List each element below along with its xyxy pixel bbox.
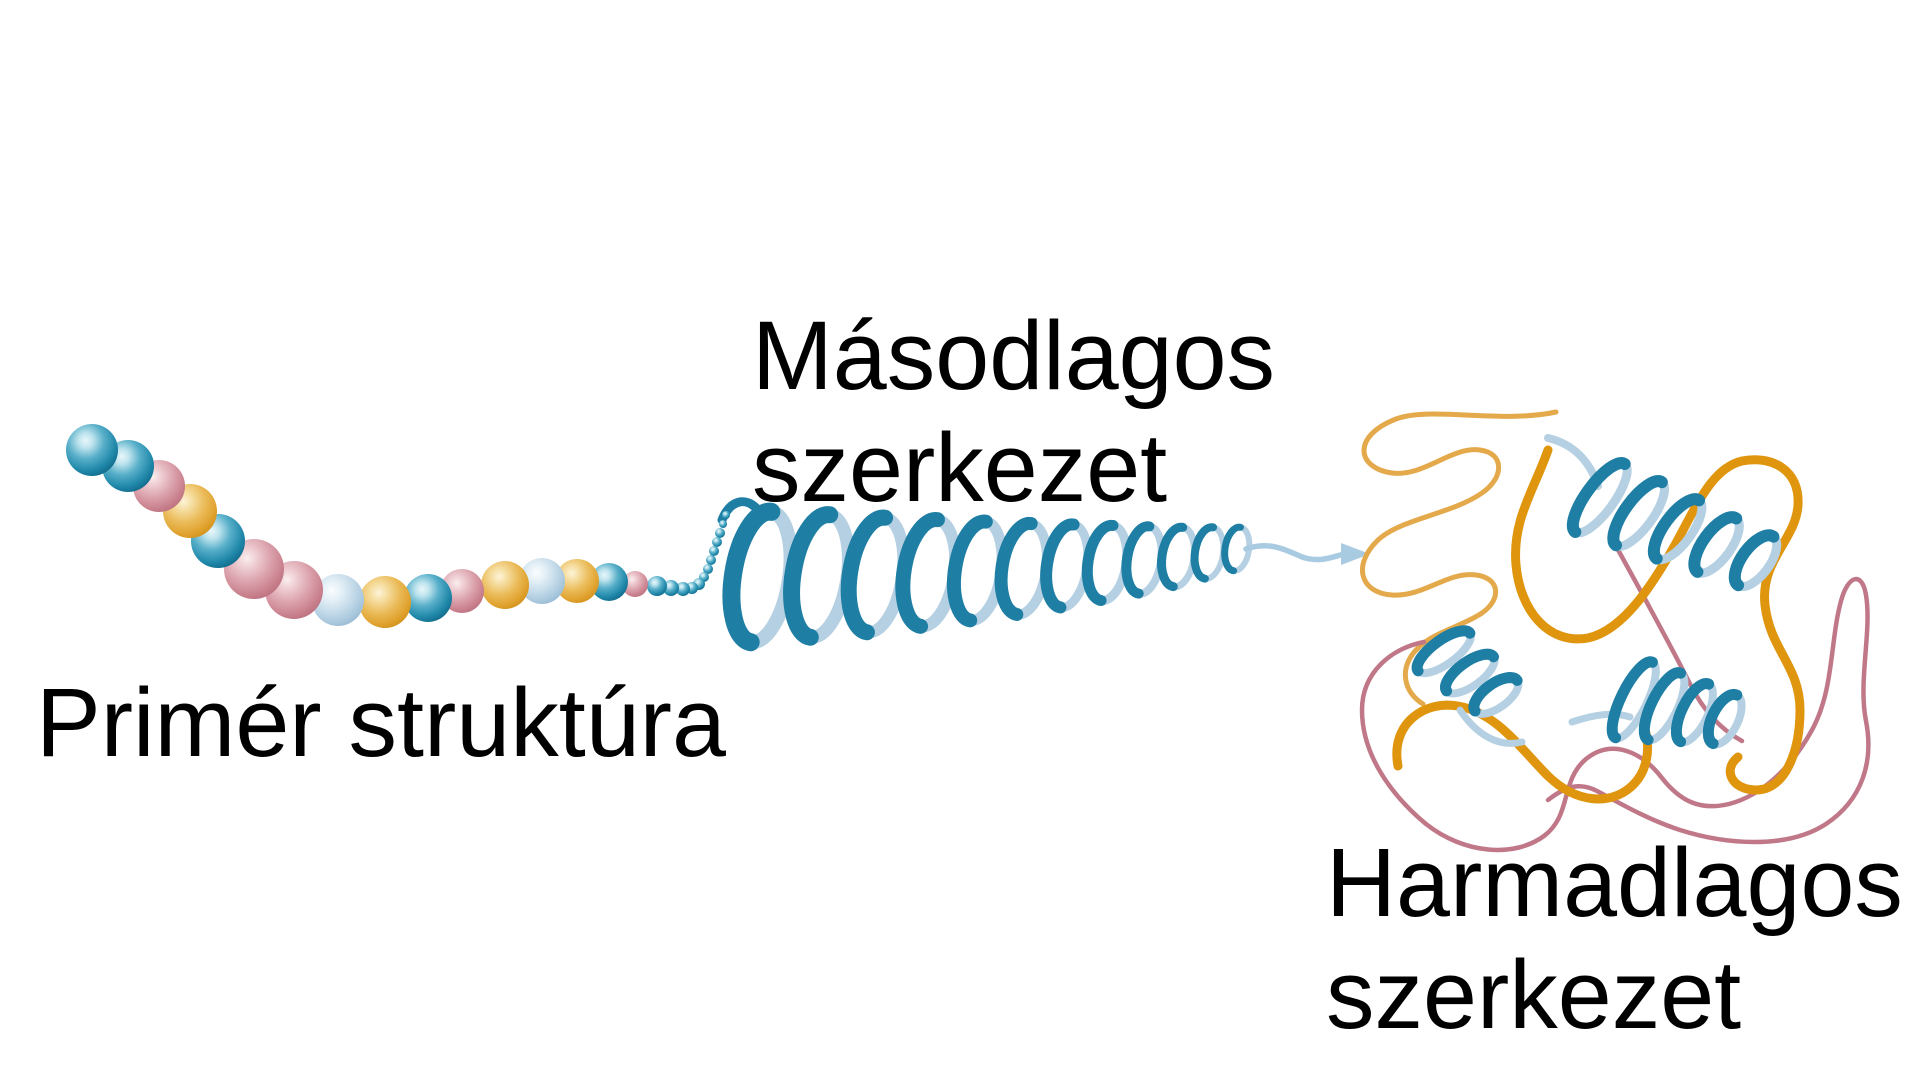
helix-ring: [1566, 457, 1632, 538]
transition-arrow: [1243, 543, 1370, 565]
tiny-bead: [709, 546, 719, 556]
label-tertiary-structure: Harmadlagos szerkezet: [1326, 827, 1903, 1051]
tertiary-mini-helix: [1566, 457, 1782, 592]
helix-connector-bottom: [1568, 710, 1634, 726]
tiny-bead-string: [663, 511, 730, 596]
label-secondary-structure: Másodlagos szerkezet: [752, 300, 1275, 524]
helix-ring: [1702, 688, 1746, 750]
helix-ring: [1440, 648, 1500, 698]
amino-acid-bead-teal: [404, 574, 452, 622]
helix-ring: [1607, 475, 1670, 552]
label-secondary-line2: szerkezet: [752, 413, 1168, 522]
tiny-bead: [719, 520, 727, 528]
primary-structure-bead-chain: [66, 424, 667, 628]
helix-ring: [1728, 529, 1782, 592]
helix-ring: [1647, 493, 1707, 565]
amino-acid-bead-pink: [622, 571, 648, 597]
tiny-bead: [663, 580, 679, 596]
label-primary-structure: Primér struktúra: [36, 668, 726, 777]
chain-strand-orange-bottom: [1392, 700, 1653, 804]
amino-acid-bead-teal: [647, 576, 667, 596]
tertiary-structure: [1359, 409, 1871, 853]
arrow-shaft: [1243, 543, 1347, 563]
label-tertiary-line1: Harmadlagos: [1326, 828, 1903, 937]
helix-ring: [1411, 625, 1476, 678]
alpha-helix-coil: [722, 502, 1253, 652]
amino-acid-bead-teal: [590, 563, 628, 601]
tiny-bead: [703, 564, 713, 574]
amino-acid-bead-gold: [481, 561, 529, 609]
tertiary-helical-segments: [1411, 457, 1782, 750]
tiny-bead: [712, 537, 722, 547]
helix-ring: [1468, 672, 1523, 718]
chain-strand-pink-main: [1359, 576, 1871, 853]
tertiary-mini-helix: [1606, 656, 1746, 750]
label-secondary-line1: Másodlagos: [752, 301, 1276, 410]
amino-acid-bead-lightblue: [312, 574, 364, 626]
tiny-bead: [722, 511, 730, 519]
tiny-bead: [676, 582, 690, 596]
chain-strand-orange-main: [1511, 445, 1805, 795]
tertiary-mini-helix: [1411, 625, 1523, 718]
helix-connector-left: [1456, 706, 1526, 747]
amino-acid-bead-teal: [66, 424, 118, 476]
amino-acid-bead-gold: [359, 576, 411, 628]
helix-ring: [1688, 511, 1744, 578]
arrow-head-icon: [1341, 543, 1370, 565]
tiny-bead: [706, 555, 716, 565]
label-tertiary-line2: szerkezet: [1326, 940, 1742, 1049]
amino-acid-bead-lightblue: [519, 558, 565, 604]
tiny-bead: [715, 528, 725, 538]
chain-strand-orange-thin: [1359, 409, 1559, 707]
amino-acid-bead-gold: [555, 559, 599, 603]
